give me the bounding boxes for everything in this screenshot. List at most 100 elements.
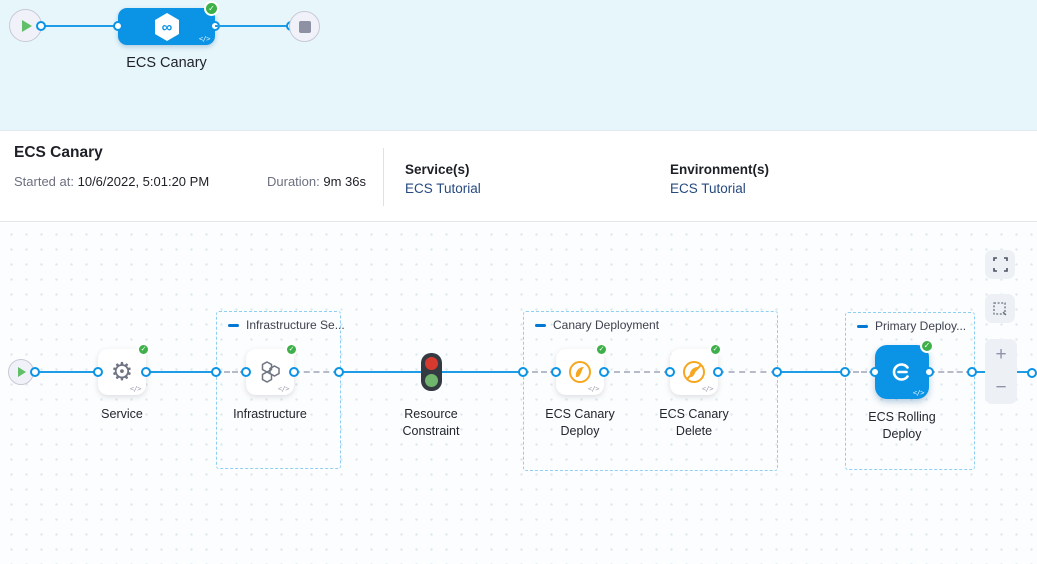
step-node-infrastructure[interactable]: ✓ </> [246,349,294,395]
connector-point [93,367,103,377]
connector-line [339,371,421,373]
step-label: ECS Canary Deploy [530,406,630,440]
execution-graph-canvas[interactable]: Infrastructure Se... Canary Deployment P… [0,223,1037,564]
connector-point [551,367,561,377]
connector-point [211,367,221,377]
step-label: ECS Canary Delete [644,406,744,440]
connector-point [289,367,299,377]
stage-node-label: ECS Canary [108,55,225,71]
code-icon: </> [702,385,713,393]
connector-point [113,21,123,31]
success-check-icon: ✓ [137,343,150,356]
resource-constraint-node[interactable] [421,353,442,391]
traffic-light-green-icon [425,374,438,387]
expand-icon [993,257,1008,272]
step-label: Resource Constraint [381,406,481,440]
connector-point [1027,368,1037,378]
traffic-light-red-icon [425,357,438,370]
step-node-ecs-canary-deploy[interactable]: ✓ </> [556,349,604,395]
connector-point [241,367,251,377]
success-check-icon: ✓ [595,343,608,356]
connector-point [772,367,782,377]
step-node-service[interactable]: ⚙ ✓ </> [98,349,146,395]
pipeline-end-node [289,11,320,42]
canary-bird-icon [566,358,594,386]
hexagon-cluster-icon [257,359,283,385]
marquee-select-button[interactable] [985,294,1015,323]
play-icon [18,367,26,377]
minus-icon [228,324,239,327]
connector-point [713,367,723,377]
stop-icon [299,21,311,33]
zoom-in-button[interactable]: + [985,339,1017,372]
connector-line [215,25,291,27]
play-icon [22,20,32,32]
step-label: Infrastructure [210,406,330,423]
zoom-out-button[interactable]: − [985,372,1017,405]
success-check-icon: ✓ [920,339,934,353]
connector-point [334,367,344,377]
execution-title: ECS Canary [14,144,103,162]
connector-line-dashed [604,371,670,373]
group-collapse-toggle[interactable]: Canary Deployment [535,318,659,332]
step-label: ECS Rolling Deploy [852,409,952,443]
stage-graph-banner: ∞ ✓ </> ECS Canary [0,0,1037,131]
services-block: Service(s) ECS Tutorial [405,162,481,196]
group-collapse-toggle[interactable]: Infrastructure Se... [228,318,345,332]
selection-box-icon [992,301,1008,317]
step-label: Service [62,406,182,423]
environments-link[interactable]: ECS Tutorial [670,181,769,196]
harness-cd-hexagon-icon: ∞ [152,11,182,43]
connector-point [924,367,934,377]
started-at-label: Started at: [14,174,74,189]
canary-bird-slash-icon [680,358,708,386]
services-label: Service(s) [405,162,481,177]
step-node-ecs-rolling-deploy[interactable]: ✓ </> [875,345,929,399]
divider [383,148,384,206]
minus-icon [857,325,868,328]
gear-icon: ⚙ [111,360,133,385]
connector-point [967,367,977,377]
ecs-rolling-icon [888,358,916,386]
connector-line [41,25,118,27]
connector-point [840,367,850,377]
connector-line-dashed [718,371,777,373]
success-check-icon: ✓ [204,1,219,16]
code-icon: </> [913,389,924,397]
connector-point [870,367,880,377]
connector-line [442,371,523,373]
connector-line [34,371,99,373]
success-check-icon: ✓ [285,343,298,356]
connector-point [141,367,151,377]
environments-label: Environment(s) [670,162,769,177]
connector-point [665,367,675,377]
stage-node-ecs-canary[interactable]: ∞ ✓ </> [118,8,215,45]
connector-line [777,371,845,373]
connector-line-dashed [929,371,972,373]
connector-line [146,371,216,373]
environments-block: Environment(s) ECS Tutorial [670,162,769,196]
infinity-glyph: ∞ [161,19,172,36]
group-collapse-toggle[interactable]: Primary Deploy... [857,319,966,333]
connector-line-dashed [294,371,339,373]
code-icon: </> [130,385,141,393]
services-link[interactable]: ECS Tutorial [405,181,481,196]
code-icon: </> [199,35,210,43]
execution-info-bar: ECS Canary Started at: 10/6/2022, 5:01:2… [0,132,1037,222]
started-at-value: 10/6/2022, 5:01:20 PM [78,174,210,189]
zoom-controls: + − [985,339,1017,404]
connector-point [36,21,46,31]
group-label: Infrastructure Se... [246,318,345,332]
started-at: Started at: 10/6/2022, 5:01:20 PM [14,174,209,189]
step-node-ecs-canary-delete[interactable]: ✓ </> [670,349,718,395]
code-icon: </> [588,385,599,393]
duration-value: 9m 36s [323,174,366,189]
fullscreen-button[interactable] [985,250,1015,279]
minus-icon [535,324,546,327]
success-check-icon: ✓ [709,343,722,356]
code-icon: </> [278,385,289,393]
group-label: Canary Deployment [553,318,659,332]
connector-point [30,367,40,377]
duration: Duration: 9m 36s [267,174,366,189]
